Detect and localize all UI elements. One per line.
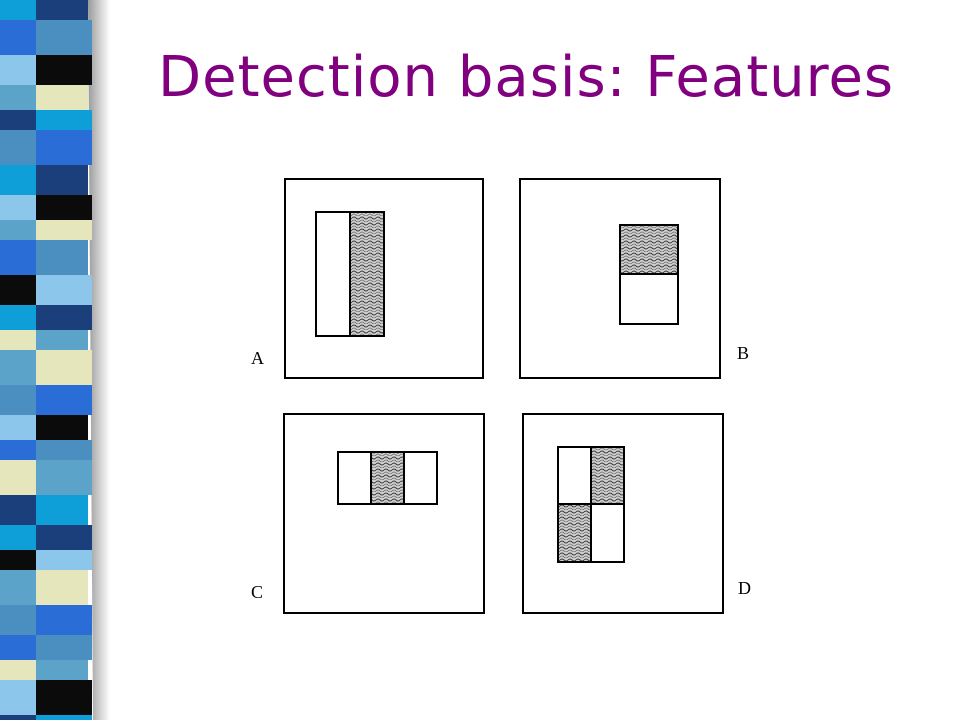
side-bar-stripe bbox=[0, 240, 36, 275]
panel-c-right-white-rect bbox=[403, 451, 438, 505]
side-bar-stripe bbox=[0, 0, 36, 20]
side-bar-stripe bbox=[0, 305, 36, 330]
side-bar-stripe bbox=[0, 525, 36, 550]
side-bar-stripe bbox=[36, 0, 88, 20]
side-bar-stripe bbox=[36, 240, 88, 275]
side-bar-stripe bbox=[0, 715, 36, 720]
side-bar-stripe bbox=[0, 195, 36, 220]
panel-d-bottom-right-white-rect bbox=[590, 503, 625, 563]
side-bar-stripe bbox=[0, 110, 36, 130]
side-bar-stripe bbox=[36, 635, 92, 660]
panel-a-label: A bbox=[251, 348, 264, 368]
side-bar-stripe bbox=[0, 130, 36, 165]
side-bar-stripe bbox=[36, 55, 92, 85]
side-bar-stripe bbox=[36, 275, 92, 305]
panel-c-left-white-rect bbox=[337, 451, 372, 505]
side-bar-stripe bbox=[0, 415, 36, 440]
side-bar-stripe bbox=[36, 495, 88, 525]
side-bar-stripe bbox=[36, 220, 92, 240]
side-bar-stripe bbox=[0, 440, 36, 460]
side-bar-stripe bbox=[0, 220, 36, 240]
side-bar-stripe bbox=[36, 460, 92, 495]
panel-d-label: D bbox=[738, 578, 751, 598]
side-bar-stripe bbox=[36, 415, 88, 440]
side-bar-stripe bbox=[36, 525, 92, 550]
slide-title: Detection basis: Features bbox=[158, 45, 895, 110]
side-bar-stripe bbox=[0, 635, 36, 660]
side-bar-stripe bbox=[0, 605, 36, 635]
panel-d-bottom-left-shaded-rect bbox=[557, 503, 592, 563]
side-bar-stripe bbox=[36, 550, 92, 570]
side-bar-stripe bbox=[36, 130, 92, 165]
side-bar-stripe bbox=[0, 350, 36, 385]
side-bar-stripe bbox=[0, 55, 36, 85]
side-bar-stripe bbox=[0, 330, 36, 350]
side-bar-stripe bbox=[36, 330, 88, 350]
side-bar-stripe bbox=[0, 680, 36, 715]
side-bar-stripe bbox=[0, 385, 36, 415]
side-bar-stripe bbox=[0, 660, 36, 680]
side-bar-stripe bbox=[0, 550, 36, 570]
side-bar-stripe bbox=[36, 195, 92, 220]
side-bar-stripe bbox=[36, 715, 92, 720]
panel-b-white-rect bbox=[619, 273, 679, 325]
side-bar-stripe bbox=[36, 165, 88, 195]
panel-a-shaded-rect bbox=[349, 211, 385, 337]
panel-c-frame bbox=[283, 413, 485, 614]
decorative-side-bar bbox=[0, 0, 110, 720]
side-bar-stripe bbox=[0, 85, 36, 110]
side-bar-stripe bbox=[36, 20, 92, 55]
side-bar-stripe bbox=[36, 660, 88, 680]
side-bar-stripe bbox=[36, 305, 92, 330]
panel-d-top-left-white-rect bbox=[557, 446, 592, 505]
side-bar-stripe bbox=[0, 165, 36, 195]
side-bar-stripe bbox=[0, 460, 36, 495]
side-bar-stripe bbox=[0, 20, 36, 55]
side-bar-stripe bbox=[36, 570, 88, 605]
panel-d-top-right-shaded-rect bbox=[590, 446, 625, 505]
side-bar-stripe bbox=[36, 680, 92, 715]
panel-a: A bbox=[251, 178, 484, 379]
side-bar-stripe bbox=[36, 605, 92, 635]
panel-c: C bbox=[251, 413, 485, 614]
side-bar-stripe bbox=[0, 570, 36, 605]
side-bar-stripe bbox=[36, 85, 88, 110]
panel-b-label: B bbox=[737, 343, 749, 363]
panel-c-shaded-rect bbox=[370, 451, 405, 505]
side-bar-stripe bbox=[36, 440, 92, 460]
panel-b: B bbox=[519, 178, 749, 379]
side-bar-stripe bbox=[36, 350, 92, 385]
panel-a-white-rect bbox=[315, 211, 351, 337]
side-bar-stripe bbox=[0, 495, 36, 525]
panel-d: D bbox=[522, 413, 751, 614]
side-bar-stripe bbox=[36, 110, 92, 130]
panel-b-shaded-rect bbox=[619, 224, 679, 275]
side-bar-stripe bbox=[36, 385, 92, 415]
panel-c-label: C bbox=[251, 582, 263, 602]
side-bar-stripe bbox=[0, 275, 36, 305]
